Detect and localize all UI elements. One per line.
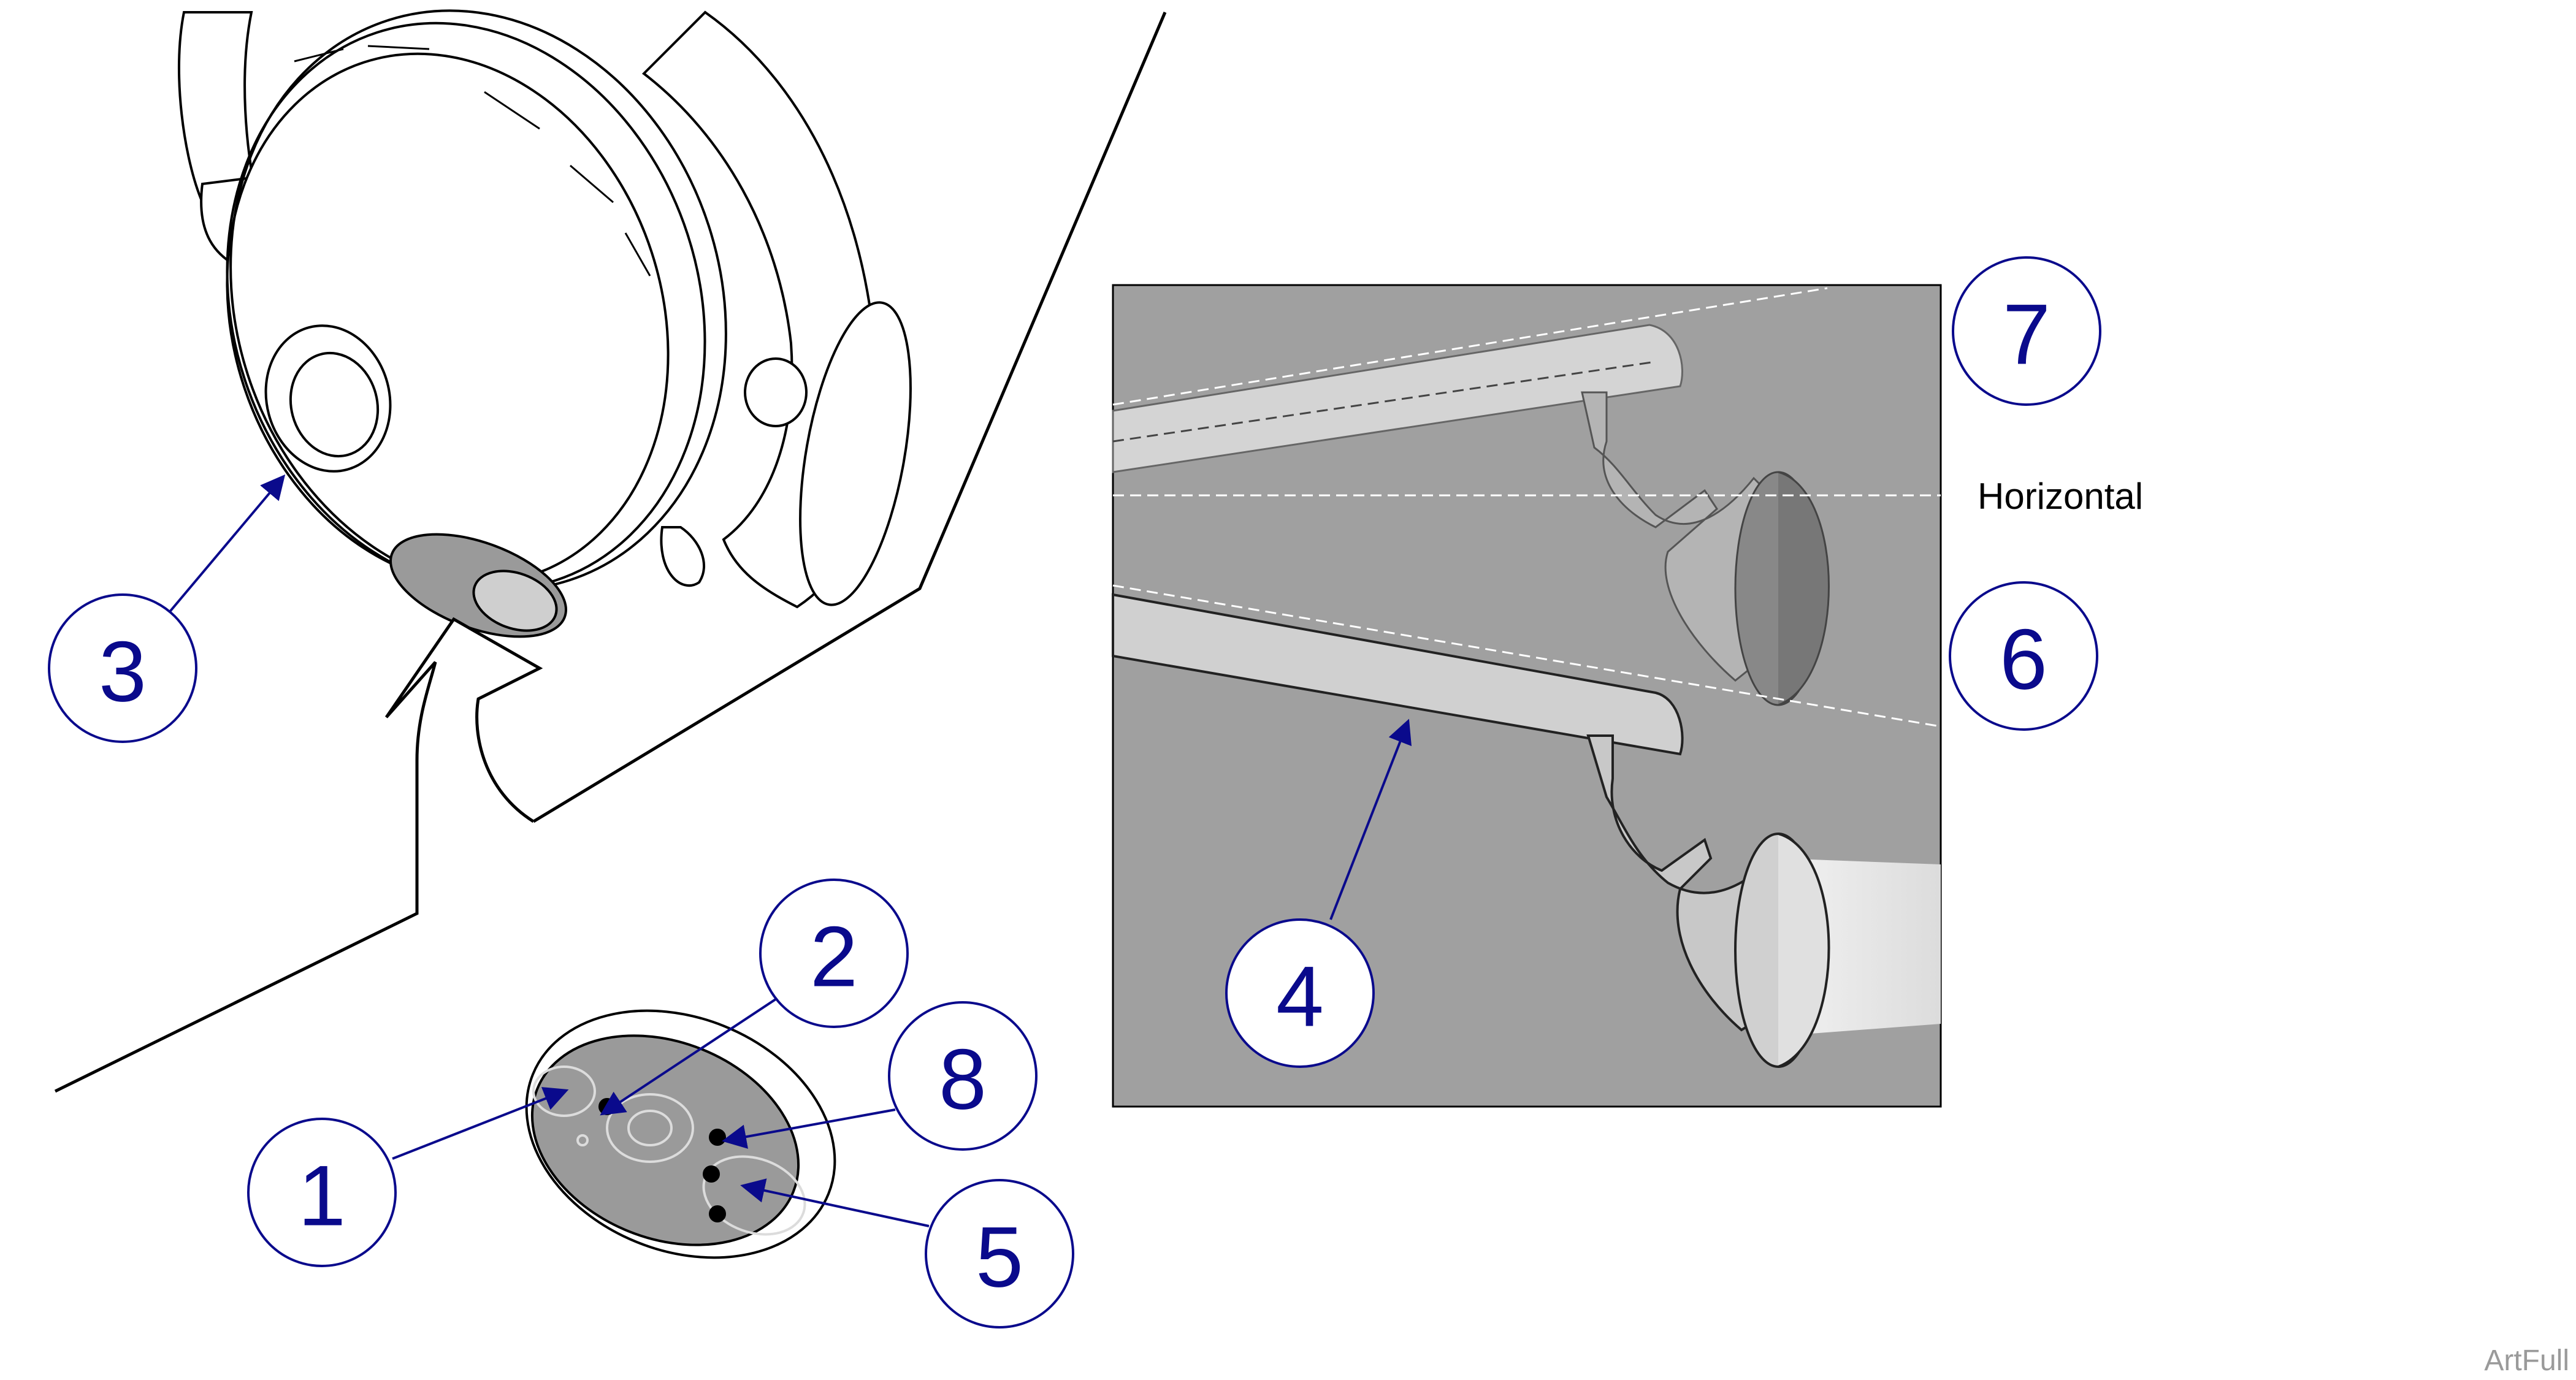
callout-number: 1	[298, 1148, 346, 1244]
callout-1: 1	[247, 1118, 397, 1267]
surgical-light-illustration	[177, 9, 912, 638]
callout-number: 5	[976, 1209, 1023, 1305]
leader-2	[600, 992, 786, 1116]
leader-4	[1329, 719, 1412, 920]
callout-5: 5	[925, 1179, 1074, 1329]
callout-circle	[888, 1001, 1038, 1151]
callout-2: 2	[759, 879, 909, 1028]
callout-number: 6	[2000, 611, 2047, 707]
callout-number: 3	[99, 623, 147, 720]
callout-circle	[1952, 256, 2101, 406]
pointer-arrow	[54, 12, 1167, 1093]
leader-lines	[167, 474, 1412, 1227]
horizontal-label: Horizontal	[1978, 476, 2143, 517]
callout-4: 4	[1225, 918, 1375, 1068]
callout-number: 4	[1276, 948, 1324, 1045]
callout-circle	[925, 1179, 1074, 1329]
leader-3	[167, 474, 286, 614]
callout-number: 8	[939, 1031, 987, 1127]
leader-8	[722, 1108, 896, 1149]
horizontal-inset-panel	[1112, 284, 1942, 1108]
callout-circle	[1225, 918, 1375, 1068]
callout-circle	[759, 879, 909, 1028]
callout-number: 7	[2003, 286, 2050, 383]
callout-number: 2	[810, 909, 858, 1005]
callout-circle	[48, 593, 197, 743]
callout-7: 7	[1952, 256, 2101, 406]
callout-circle	[247, 1118, 397, 1267]
callout-3: 3	[48, 593, 197, 743]
leader-5	[740, 1178, 930, 1227]
callout-8: 8	[888, 1001, 1038, 1151]
callout-6: 6	[1949, 581, 2098, 731]
leader-1	[392, 1087, 569, 1160]
callout-circle	[1949, 581, 2098, 731]
watermark: ArtFull	[2484, 1344, 2569, 1377]
